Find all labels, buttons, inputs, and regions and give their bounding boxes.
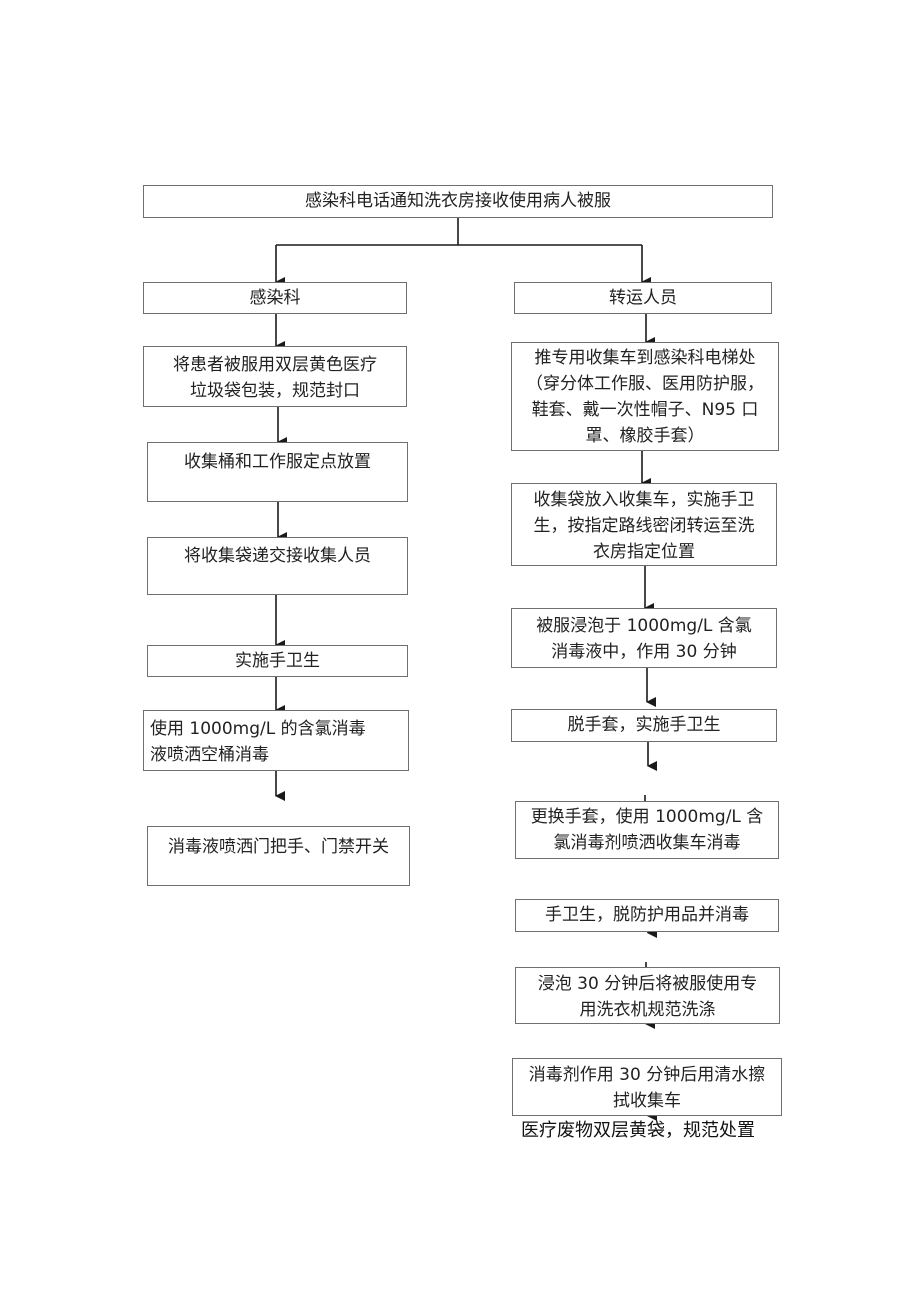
right-step-3-line-2: 消毒液中，作用 30 分钟 <box>551 642 737 662</box>
left-step-6: 消毒液喷洒门把手、门禁开关 <box>147 826 410 886</box>
left-step-3-line-1: 将收集袋递交接收集人员 <box>184 546 371 566</box>
right-step-1-line-1: 推专用收集车到感染科电梯处 <box>534 348 756 368</box>
left-step-6-line-1: 消毒液喷洒门把手、门禁开关 <box>168 837 389 857</box>
right-step-5-line-1: 更换手套，使用 1000mg/L 含 <box>530 807 764 827</box>
right-step-6-line-1: 手卫生，脱防护用品并消毒 <box>545 905 749 925</box>
left-step-1-line-1: 将患者被服用双层黄色医疗 <box>173 355 377 375</box>
right-step-7: 浸泡 30 分钟后将被服使用专 用洗衣机规范洗涤 <box>515 967 780 1024</box>
right-header-text: 转运人员 <box>609 288 677 308</box>
right-header-box: 转运人员 <box>514 282 772 314</box>
left-step-1-line-2: 垃圾袋包装，规范封口 <box>190 381 360 401</box>
right-step-7-line-2: 用洗衣机规范洗涤 <box>579 1000 716 1020</box>
left-step-2: 收集桶和工作服定点放置 <box>147 442 408 502</box>
right-step-3-line-1: 被服浸泡于 1000mg/L 含氯 <box>536 616 752 636</box>
right-step-2-line-3: 衣房指定位置 <box>593 542 695 562</box>
left-header-box: 感染科 <box>143 282 407 314</box>
left-step-5: 使用 1000mg/L 的含氯消毒 液喷洒空桶消毒 <box>143 710 409 771</box>
right-step-8-line-1: 消毒剂作用 30 分钟后用清水擦 <box>528 1065 766 1085</box>
left-step-5-line-2: 液喷洒空桶消毒 <box>150 745 269 765</box>
left-header-text: 感染科 <box>249 288 301 308</box>
right-step-8: 消毒剂作用 30 分钟后用清水擦 拭收集车 <box>512 1058 782 1116</box>
right-step-1-line-3: 鞋套、戴一次性帽子、N95 口 <box>531 400 759 420</box>
right-step-3: 被服浸泡于 1000mg/L 含氯 消毒液中，作用 30 分钟 <box>511 608 777 668</box>
right-step-2: 收集袋放入收集车，实施手卫 生，按指定路线密闭转运至洗 衣房指定位置 <box>511 483 777 566</box>
right-step-2-line-2: 生，按指定路线密闭转运至洗 <box>533 516 755 536</box>
right-step-1: 推专用收集车到感染科电梯处 （穿分体工作服、医用防护服， 鞋套、戴一次性帽子、N… <box>511 342 779 451</box>
right-step-1-line-4: 罩、橡胶手套） <box>585 426 705 446</box>
left-step-4: 实施手卫生 <box>147 645 408 677</box>
left-step-2-line-1: 收集桶和工作服定点放置 <box>184 452 371 472</box>
right-step-5-line-2: 氯消毒剂喷洒收集车消毒 <box>553 833 741 853</box>
right-step-4-line-1: 脱手套，实施手卫生 <box>567 715 721 735</box>
left-step-1: 将患者被服用双层黄色医疗 垃圾袋包装，规范封口 <box>143 346 407 407</box>
top-box-text: 感染科电话通知洗衣房接收使用病人被服 <box>305 191 611 211</box>
footer-note: 医疗废物双层黄袋，规范处置 <box>521 1120 755 1141</box>
top-box: 感染科电话通知洗衣房接收使用病人被服 <box>143 185 773 218</box>
left-step-5-line-1: 使用 1000mg/L 的含氯消毒 <box>150 719 366 739</box>
right-step-5: 更换手套，使用 1000mg/L 含 氯消毒剂喷洒收集车消毒 <box>515 801 779 859</box>
right-step-1-line-2: （穿分体工作服、医用防护服， <box>526 374 764 394</box>
right-step-7-line-1: 浸泡 30 分钟后将被服使用专 <box>537 974 758 994</box>
right-step-8-line-2: 拭收集车 <box>613 1091 681 1111</box>
left-step-4-line-1: 实施手卫生 <box>235 651 320 671</box>
right-step-6: 手卫生，脱防护用品并消毒 <box>515 899 779 932</box>
right-step-4: 脱手套，实施手卫生 <box>511 709 777 742</box>
right-step-2-line-1: 收集袋放入收集车，实施手卫 <box>533 490 755 510</box>
left-step-3: 将收集袋递交接收集人员 <box>147 537 408 595</box>
